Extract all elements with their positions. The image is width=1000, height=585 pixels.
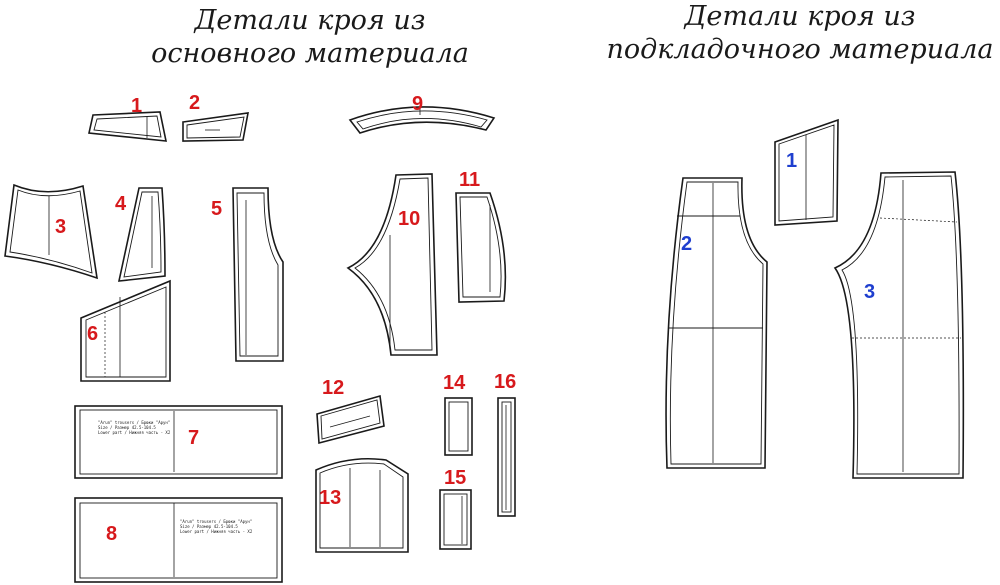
main-piece-7: "Arun" trousers / Брюки "Арун" Size / Ра… [74, 405, 283, 479]
piece-label-line: "Arun" trousers / Брюки "Арун" [180, 519, 252, 524]
piece-label-line: Lower part / Нижняя часть - X2 [98, 430, 171, 435]
main-piece-1: 1 [88, 95, 168, 142]
main-title-line2: основного материала [151, 38, 469, 69]
main-piece-11: 11 [455, 169, 507, 303]
main-piece-2: 2 [182, 92, 249, 142]
piece-label-line: Lower part / Нижняя часть - X2 [180, 529, 253, 534]
main-piece-number: 14 [443, 372, 466, 394]
main-title-line1: Детали кроя из [194, 5, 426, 36]
main-piece-number: 1 [131, 95, 142, 117]
lining-title-line1: Детали кроя из [684, 1, 916, 32]
main-piece-number: 9 [412, 93, 423, 115]
lining-piece-number: 2 [681, 233, 692, 255]
main-piece-8: "Arun" trousers / Брюки "Арун" Size / Ра… [74, 497, 283, 583]
main-piece-number: 3 [55, 216, 66, 238]
main-piece-number: 6 [87, 323, 98, 345]
main-piece-number: 11 [459, 169, 480, 191]
piece-label-line: Size / Размер 42.5-104.5 [98, 425, 156, 430]
main-piece-12: 12 [316, 377, 385, 445]
main-piece-number: 15 [444, 467, 466, 489]
main-piece-number: 10 [398, 208, 420, 230]
lining-piece-2: 2 [665, 177, 768, 469]
lining-piece-number: 1 [786, 150, 797, 172]
main-piece-15: 15 [439, 467, 472, 550]
lining-piece-3: 3 [833, 171, 965, 479]
main-piece-16: 16 [494, 371, 516, 517]
main-piece-number: 8 [106, 523, 117, 545]
lining-title-line2: подкладочного материала [606, 34, 994, 65]
main-piece-number: 5 [211, 198, 222, 220]
lining-piece-1: 1 [774, 118, 839, 226]
piece-label-line: "Arun" trousers / Брюки "Арун" [98, 420, 170, 425]
main-piece-number: 2 [189, 92, 200, 114]
main-piece-number: 7 [188, 427, 199, 449]
main-piece-number: 12 [322, 377, 344, 399]
main-piece-9: 9 [348, 93, 496, 134]
main-piece-number: 4 [115, 193, 127, 215]
main-piece-3: 3 [4, 183, 98, 280]
lining-piece-number: 3 [864, 281, 875, 303]
main-piece-5: 5 [211, 187, 284, 362]
main-piece-number: 13 [319, 487, 341, 509]
lining-material-title: Детали кроя из подкладочного материала [600, 0, 1000, 66]
main-piece-10: 10 [346, 173, 438, 356]
main-piece-6: 6 [80, 279, 171, 382]
main-piece-14: 14 [443, 372, 473, 456]
main-piece-13: 13 [315, 457, 409, 553]
main-piece-number: 16 [494, 371, 516, 393]
main-material-title: Детали кроя из основного материала [130, 4, 490, 70]
piece-label-line: Size / Размер 42.5-104.5 [180, 524, 238, 529]
main-piece-4: 4 [115, 187, 166, 282]
